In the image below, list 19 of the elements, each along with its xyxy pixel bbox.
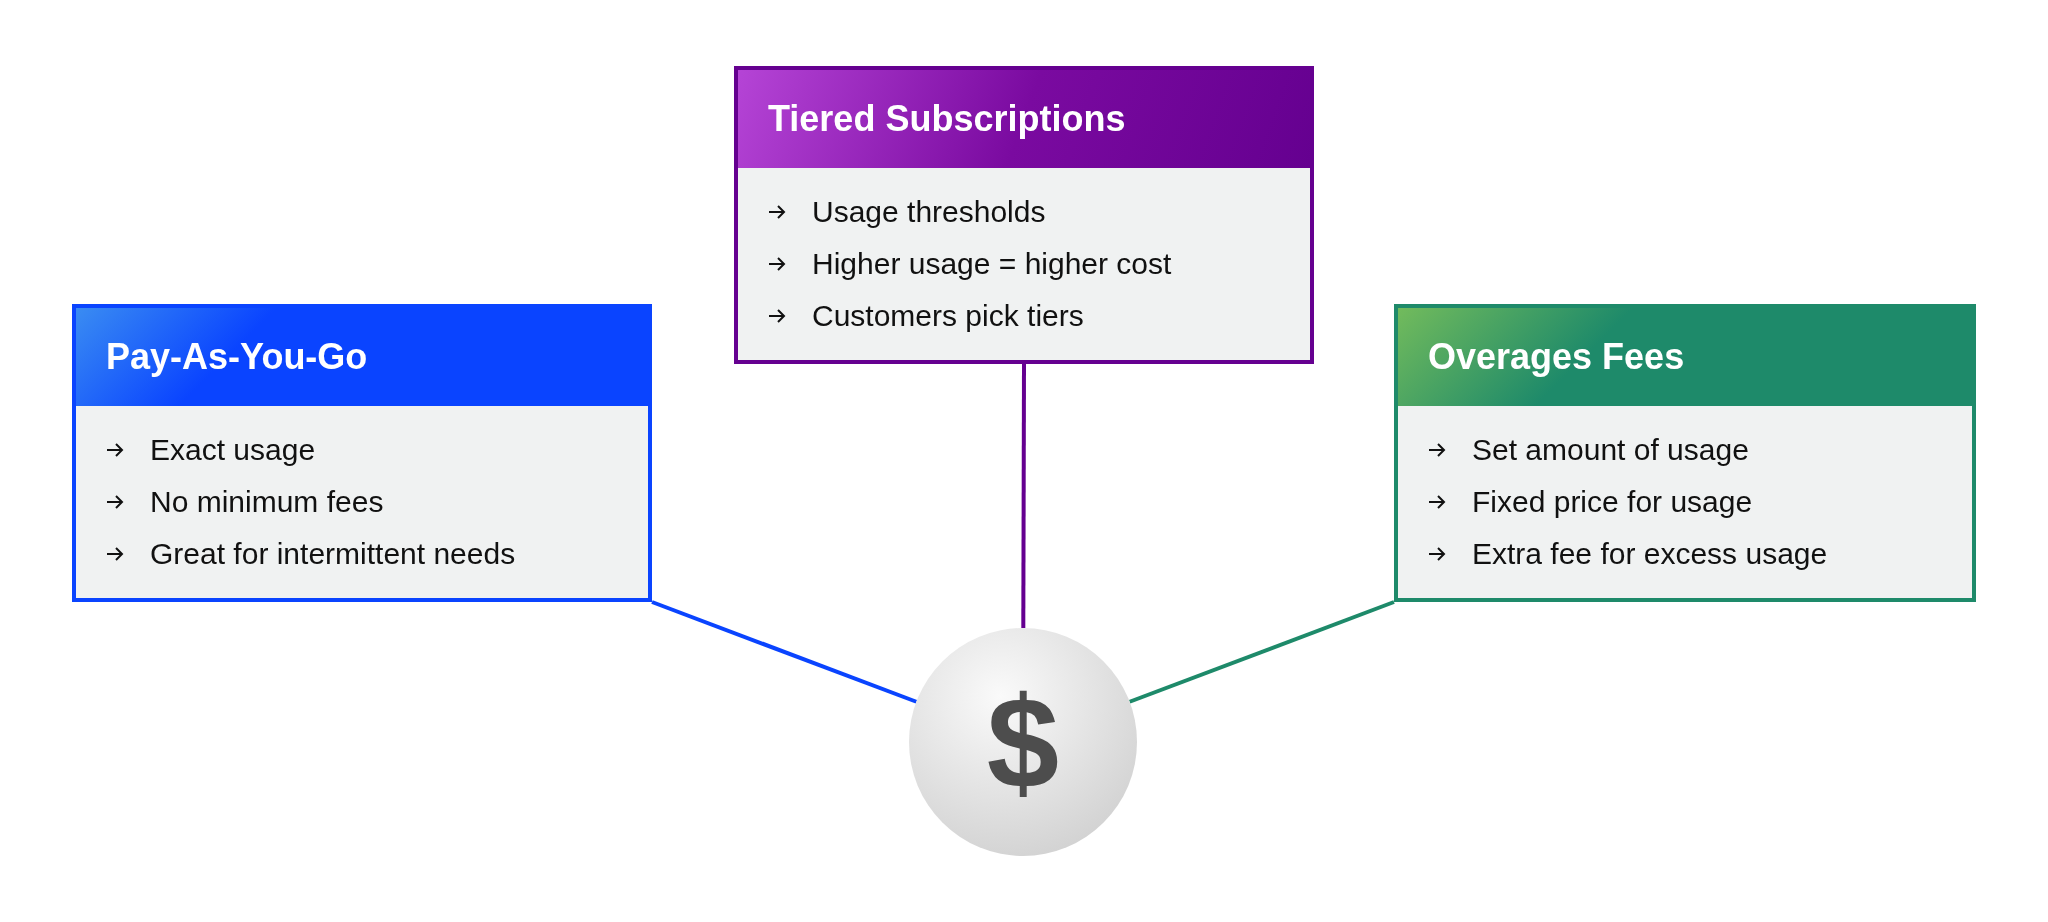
bullet-text: Higher usage = higher cost [812,247,1172,281]
bullet-text: Extra fee for excess usage [1472,537,1828,571]
bullet-text: Fixed price for usage [1472,485,1753,519]
dollar-sign: $ [986,677,1060,807]
bullet-text: Customers pick tiers [812,299,1084,333]
bullet-text: Usage thresholds [812,195,1046,229]
pricing-card [72,304,652,602]
connector-line [1128,600,1395,704]
card-title: Overages Fees [1428,336,1685,378]
connector-line [651,600,918,704]
connector-line [1021,364,1026,628]
bullet-text: No minimum fees [150,485,384,519]
bullet-text: Set amount of usage [1472,433,1749,467]
pricing-card [1394,304,1976,602]
card-title: Tiered Subscriptions [768,98,1126,140]
bullet-text: Exact usage [150,433,316,467]
card-title: Pay-As-You-Go [106,336,368,378]
bullet-text: Great for intermittent needs [150,537,516,571]
pricing-card [734,66,1314,364]
